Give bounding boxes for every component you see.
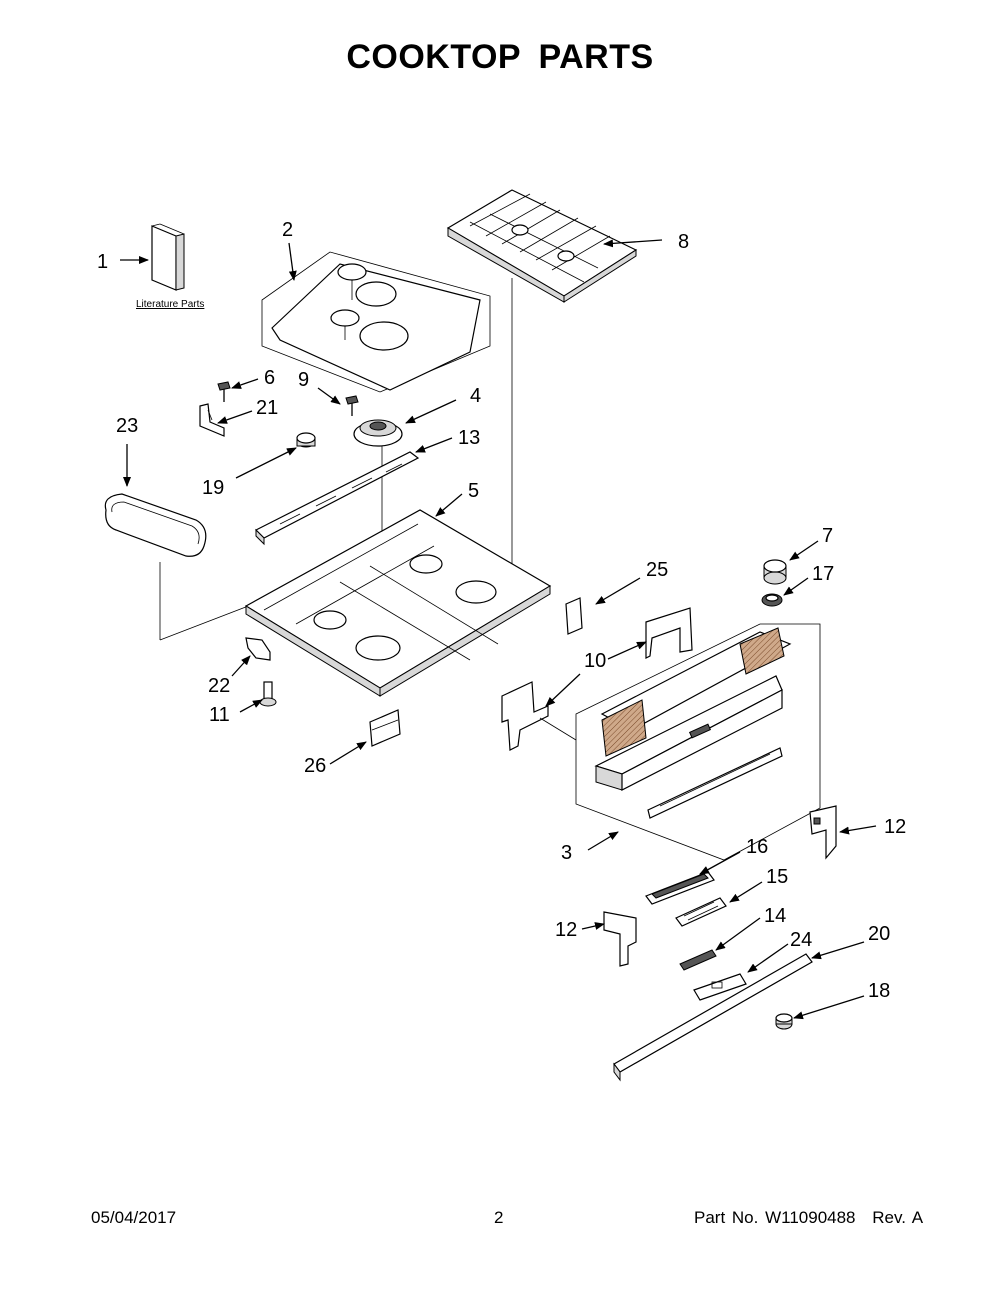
callout-22: 22: [208, 675, 230, 697]
callout-19: 19: [202, 477, 224, 499]
callout-13: 13: [458, 427, 480, 449]
rev-prefix: Rev.: [872, 1208, 906, 1227]
part-display-16: [645, 871, 715, 905]
part-nut-18: [775, 1013, 793, 1030]
part-knob-19: [296, 432, 316, 448]
part-bracket-21: [199, 403, 225, 437]
callout-17: 17: [812, 563, 834, 585]
callout-15: 15: [766, 866, 788, 888]
part-cooktop-glass: [261, 251, 491, 393]
part-bracket-24: [693, 973, 747, 1001]
part-board-14: [679, 949, 717, 971]
part-switch-12-left: [603, 911, 637, 967]
callout-2: 2: [282, 219, 293, 241]
part-burner: [353, 419, 403, 650]
part-screw-9: [345, 395, 359, 416]
part-grate: [446, 189, 638, 580]
callout-7: 7: [822, 525, 833, 547]
part-bracket-26: [369, 709, 401, 747]
callout-12-left: 12: [555, 919, 577, 941]
part-burner-tray: [244, 509, 552, 697]
callout-labels: 1 2 3 4 5 6 7 8 9 10 11 12 12 13 14 15 1…: [97, 219, 906, 1002]
part-knob-7: [763, 559, 787, 585]
part-number: W11090488: [765, 1208, 856, 1227]
callout-20: 20: [868, 923, 890, 945]
callout-16: 16: [746, 836, 768, 858]
part-bracket-25: [565, 597, 693, 659]
part-switch-12-right: [809, 805, 837, 860]
callout-4: 4: [470, 385, 481, 407]
page-title: COOKTOP PARTS: [346, 38, 654, 76]
callout-26: 26: [304, 755, 326, 777]
part-bracket-22: [245, 637, 271, 661]
part-valve-11: [259, 681, 277, 707]
part-burner-bar: [254, 451, 420, 546]
callout-10: 10: [584, 650, 606, 672]
part-prefix: Part No.: [694, 1208, 759, 1227]
part-trim-23: [104, 493, 291, 641]
footer-date: 05/04/2017: [91, 1208, 177, 1227]
callout-21: 21: [256, 397, 278, 419]
callout-5: 5: [468, 480, 479, 502]
part-screw-6: [217, 381, 231, 402]
callout-9: 9: [298, 369, 309, 391]
callout-25: 25: [646, 559, 668, 581]
callout-23: 23: [116, 415, 138, 437]
part-bezel-17: [761, 593, 783, 607]
callout-24: 24: [790, 929, 812, 951]
callout-18: 18: [868, 980, 890, 1002]
footer-part-number: Part No. W11090488 Rev. A: [694, 1208, 923, 1228]
literature-label: Literature Parts: [136, 299, 204, 310]
rev-value: A: [911, 1208, 924, 1227]
callout-1: 1: [97, 251, 108, 273]
callout-14: 14: [764, 905, 786, 927]
callout-8: 8: [678, 231, 689, 253]
part-board-15: [675, 897, 727, 927]
callout-11: 11: [209, 704, 230, 726]
callout-6: 6: [264, 367, 275, 389]
part-literature: Literature Parts: [136, 223, 204, 310]
part-bracket-10: [501, 681, 549, 751]
part-control-panel: [539, 623, 821, 861]
footer-page-number: 2: [494, 1208, 504, 1227]
part-trim-rail-20: [613, 953, 813, 1082]
leader-arrows: [120, 239, 877, 1020]
callout-3: 3: [561, 842, 572, 864]
callout-12-right: 12: [884, 816, 906, 838]
